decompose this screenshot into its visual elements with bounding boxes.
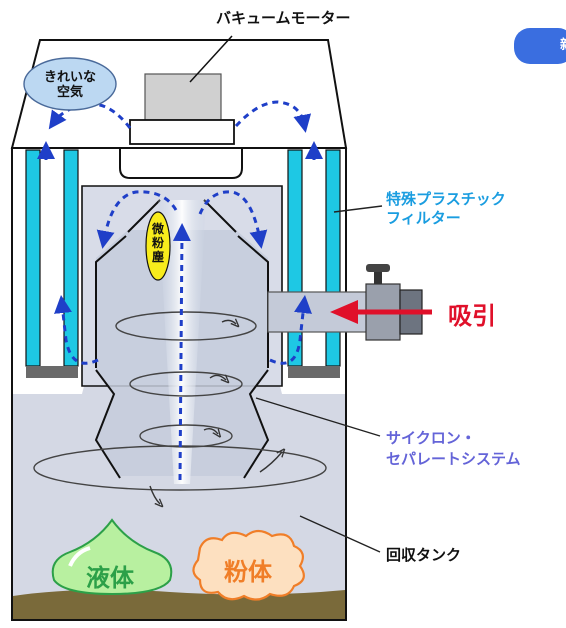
spiral-arrows [149, 320, 282, 504]
inlet-knob-stem [374, 268, 382, 284]
clean-air-label-line2: 空気 [56, 85, 83, 100]
filter-base-left [26, 366, 78, 378]
filter-label: 特殊プラスチック フィルター [386, 190, 506, 228]
powder-cloud [192, 529, 305, 601]
filter-base-right [288, 366, 340, 378]
motor-base [129, 119, 235, 145]
inlet-knob [366, 264, 390, 272]
cyclone-inner-cone [127, 199, 237, 233]
cyclone-left-wall [94, 235, 127, 479]
filter-bar-2 [63, 149, 79, 367]
fine-dust-label: 微粉塵 [151, 222, 165, 264]
tank-label: 回収タンク [386, 546, 462, 564]
tank-floor [13, 589, 345, 619]
liquid-drop [51, 518, 173, 596]
cyclone-label-line1: サイクロン・ [386, 429, 476, 447]
liquid-shine [68, 546, 91, 567]
motor-leader-line [189, 35, 233, 83]
filter-label-line1: 特殊プラスチック [386, 190, 506, 208]
suction-arrow-head [330, 300, 358, 324]
filter-label-line2: フィルター [386, 209, 461, 227]
air-flow-arrows [37, 100, 323, 481]
clean-air-label-line1: きれいな [43, 70, 96, 85]
cyclone-label: サイクロン・ セパレートシステム [386, 428, 521, 470]
clean-air-label: きれいな 空気 [36, 70, 104, 100]
suction-label: 吸引 [448, 302, 496, 330]
vacuum-motor [144, 73, 222, 121]
fine-dust-char: 微 [151, 222, 164, 236]
clean-air-bubble [23, 57, 117, 111]
liquid-label: 液体 [86, 564, 134, 592]
powder-label: 粉体 [224, 558, 272, 586]
leader-lines [255, 205, 383, 553]
filter-bar-1 [25, 149, 41, 367]
cyclone-label-line2: セパレートシステム [386, 450, 521, 468]
fine-dust-char: 粉 [151, 236, 164, 250]
fine-dust-ellipse [145, 211, 171, 281]
filter-bar-3 [287, 149, 303, 367]
vacuum-motor-label: バキュームモーター [216, 9, 351, 27]
filter-bar-4 [325, 149, 341, 367]
vortex-core [158, 200, 206, 484]
cyclone-right-wall [237, 235, 270, 479]
new-badge: 新 [514, 28, 566, 64]
fine-dust-char: 塵 [151, 250, 164, 264]
